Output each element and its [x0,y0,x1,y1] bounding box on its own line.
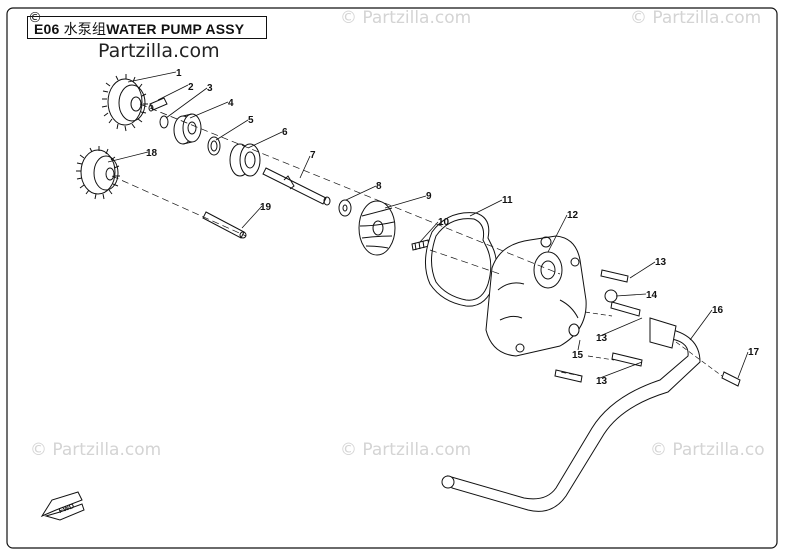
copyright-mark: © [28,10,42,26]
section-code: E06 [34,21,60,37]
seal-ring-part-5 [207,136,221,156]
bolt-part-17 [721,371,741,387]
washer-part-8 [338,199,352,217]
watermark-tile: © Partzilla.co [650,440,765,460]
callout-9: 9 [426,191,432,202]
callout-18: 18 [146,148,158,159]
gasket-part-11 [425,212,498,307]
callout-1: 1 [176,68,182,79]
callout-5: 5 [248,115,254,126]
watermark-tile: © Partzilla.com [340,440,472,460]
callout-17: 17 [748,347,760,358]
fwd-arrow-icon [40,491,85,521]
drive-gear-upper [101,74,148,132]
callout-15: 15 [572,350,584,361]
washer-part-15 [568,323,580,337]
title-chinese: 水泵组 [63,22,107,38]
callout-3: 3 [207,83,213,94]
drive-gear-lower [76,146,120,200]
callout-8: 8 [376,181,382,192]
watermark-logo: Partzilla.com [98,40,220,62]
title-box: E06 水泵组WATER PUMP ASSY [27,16,267,39]
callout-14: 14 [646,290,658,301]
o-ring-part-14 [604,289,618,303]
callout-2: 2 [188,82,194,93]
callout-16: 16 [712,305,724,316]
watermark-tile: © Partzilla.com [630,8,762,28]
pin-part-2 [148,97,168,112]
bearing-part-4 [173,113,202,145]
callout-13b: 13 [596,333,608,344]
watermark-tile: © Partzilla.com [30,440,162,460]
callout-13c: 13 [596,376,608,387]
page-title: E06 水泵组WATER PUMP ASSY [34,19,244,39]
pin-part-19 [202,211,247,239]
washer-part-3 [159,115,169,129]
bolt-part-13 [554,269,643,383]
callout-7: 7 [310,150,316,161]
callout-11: 11 [502,195,513,206]
callout-12: 12 [567,210,579,221]
callout-19: 19 [260,202,272,213]
pump-shaft-part-7 [262,167,331,206]
callout-6: 6 [282,127,288,138]
callout-4: 4 [228,98,234,109]
oil-seal-part-6 [229,143,261,177]
diagram-frame [6,7,778,549]
coolant-hose-part-16 [441,317,701,512]
callout-10: 10 [438,217,450,228]
pump-cover-part-12 [485,235,587,357]
impeller-part-9 [358,200,396,256]
watermark-tile: © Partzilla.com [340,8,472,28]
title-english: WATER PUMP ASSY [106,21,245,37]
callout-13: 13 [655,257,667,268]
